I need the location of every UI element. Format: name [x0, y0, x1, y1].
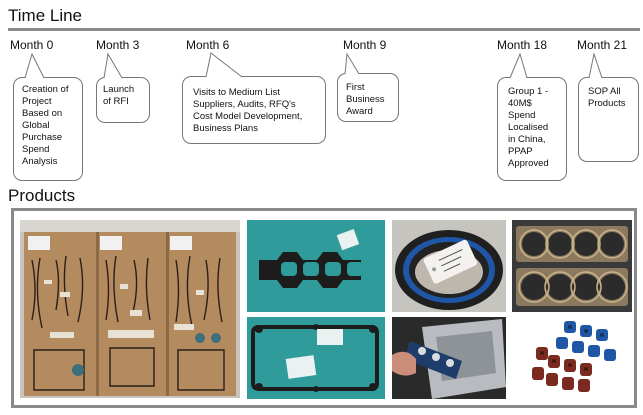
milestone-bubble-3: Launch of RFI [96, 77, 150, 123]
milestone-month-21: Month 21 [577, 38, 628, 52]
milestone-text-9: First Business Award [346, 82, 385, 117]
milestone-month-0: Month 0 [10, 38, 54, 52]
bubble-tail-6 [205, 52, 243, 78]
milestone-text-6: Visits to Medium List Suppliers, Audits,… [193, 87, 303, 134]
milestone-bubble-0: Creation of Project Based on Global Purc… [13, 77, 83, 181]
milestone-bubble-6: Visits to Medium List Suppliers, Audits,… [182, 76, 326, 144]
products-frame [11, 208, 637, 408]
bubble-tail-21 [588, 52, 603, 79]
bubble-tail-0 [24, 52, 45, 79]
cylinder-head-gasket-photo [512, 220, 632, 312]
milestone-text-21: SOP All Products [588, 86, 626, 109]
milestone-month-18: Month 18 [497, 38, 548, 52]
milestone-text-18: Group 1 - 40M$ Spend Localised in China,… [508, 86, 549, 169]
gasket-display-board-photo [20, 220, 240, 398]
bubble-tail-9 [344, 52, 360, 75]
valve-stem-seals-photo [512, 317, 632, 399]
intake-manifold-gasket-photo [247, 220, 385, 312]
timeline-title: Time Line [8, 6, 83, 25]
oil-seal-ring-photo [392, 220, 506, 312]
milestone-bubble-9: First Business Award [337, 73, 399, 122]
products-title: Products [8, 186, 76, 205]
oil-pan-gasket-photo [247, 317, 385, 399]
milestone-text-0: Creation of Project Based on Global Purc… [22, 84, 69, 167]
bubble-tail-3 [103, 52, 123, 79]
milestone-bubble-18: Group 1 - 40M$ Spend Localised in China,… [497, 77, 567, 181]
milestone-month-9: Month 9 [343, 38, 387, 52]
gasket-fitting-photo [392, 317, 506, 399]
milestone-text-3: Launch of RFI [103, 84, 135, 107]
milestone-month-3: Month 3 [96, 38, 140, 52]
bubble-tail-18 [509, 52, 528, 79]
milestone-bubble-21: SOP All Products [578, 77, 639, 162]
timeline-rule [8, 28, 640, 31]
milestone-month-6: Month 6 [186, 38, 230, 52]
